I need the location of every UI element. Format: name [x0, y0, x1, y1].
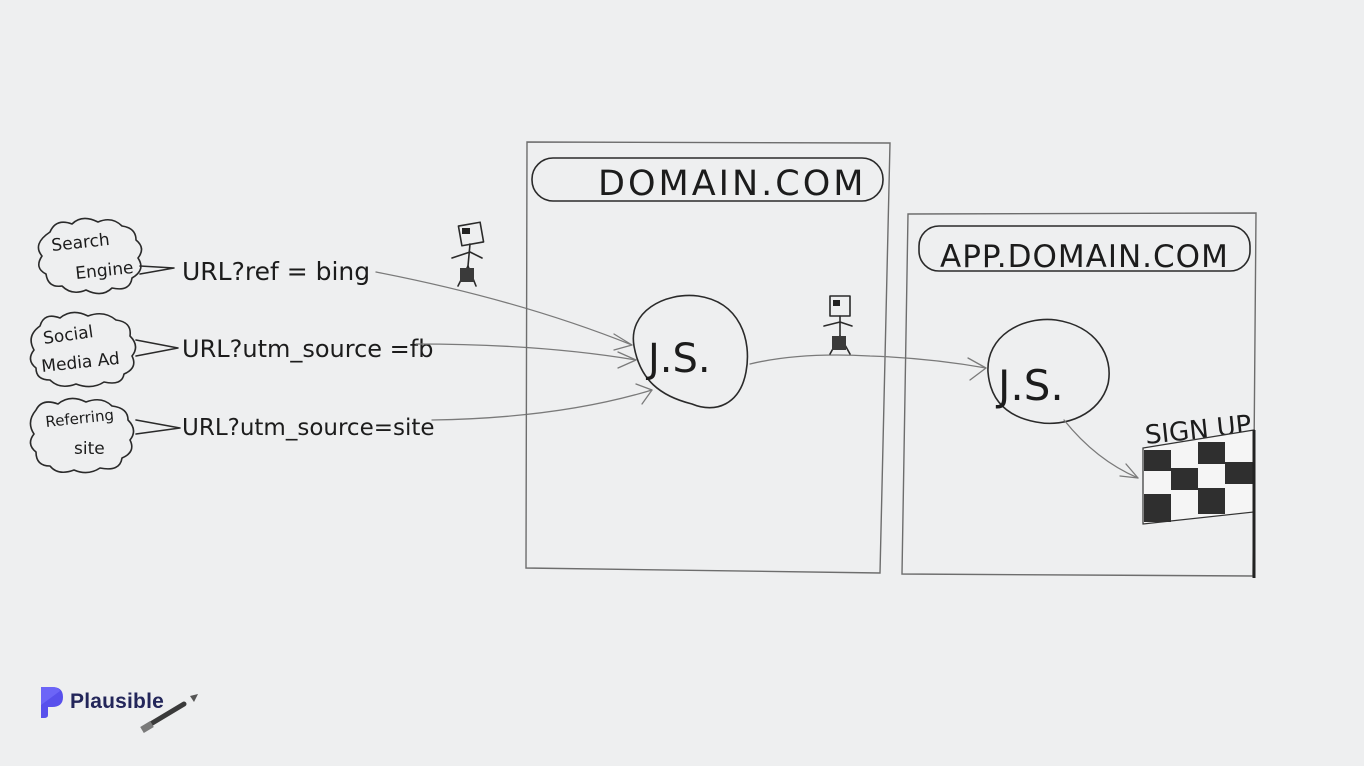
source-url: URL?utm_source =fb: [182, 335, 433, 363]
checkered-flag-icon: SIGN UP: [1142, 410, 1256, 578]
domain-box: DOMAIN.COM J.S.: [525, 141, 891, 574]
plausible-logo: Plausible: [38, 682, 164, 722]
domain-title: DOMAIN.COM: [598, 164, 866, 204]
arrow-line: [375, 271, 633, 346]
arrow-line: [1063, 419, 1139, 479]
bubble-line-1: Search: [50, 230, 110, 256]
bubble-line-2: Media Ad: [40, 349, 120, 377]
bubble-line-2: Engine: [74, 258, 134, 284]
app-js-label: J.S.: [995, 361, 1064, 410]
domain-js-label: J.S.: [645, 336, 711, 382]
source-referring-site: Referring site URL?utm_source=site: [29, 397, 435, 474]
bubble-line-1: Social: [42, 322, 95, 349]
domain-title-bar: [531, 157, 884, 202]
js-circle: [632, 294, 749, 409]
source-url: URL?utm_source=site: [182, 415, 435, 441]
cloud-bubble-shape: [29, 311, 137, 388]
arrow-line: [415, 343, 637, 361]
source-url: URL?ref = bing: [182, 257, 370, 286]
arrow-to-app: [749, 354, 987, 381]
arrow-line: [749, 354, 987, 369]
cloud-bubble-shape: [37, 217, 143, 295]
source-search-engine: Search Engine URL?ref = bing: [37, 217, 370, 295]
app-box: APP.DOMAIN.COM J.S.: [901, 212, 1257, 577]
app-title: APP.DOMAIN.COM: [940, 239, 1229, 275]
brand-name: Plausible: [70, 690, 165, 713]
arrow-line: [431, 389, 653, 421]
arrows-to-domain: [375, 271, 653, 421]
js-circle: [987, 318, 1110, 425]
stick-figure-icon: [451, 221, 485, 287]
plausible-logo-icon: [41, 687, 63, 718]
cloud-bubble-shape: [29, 397, 135, 474]
bubble-line-2: site: [74, 439, 105, 459]
source-social-media-ad: Social Media Ad URL?utm_source =fb: [29, 311, 433, 388]
bubble-line-1: Referring: [45, 406, 115, 431]
stick-figure-icon: [823, 295, 853, 355]
domain-frame: [525, 141, 891, 574]
pencil-icon: [140, 694, 198, 734]
app-title-bar: [918, 225, 1251, 272]
